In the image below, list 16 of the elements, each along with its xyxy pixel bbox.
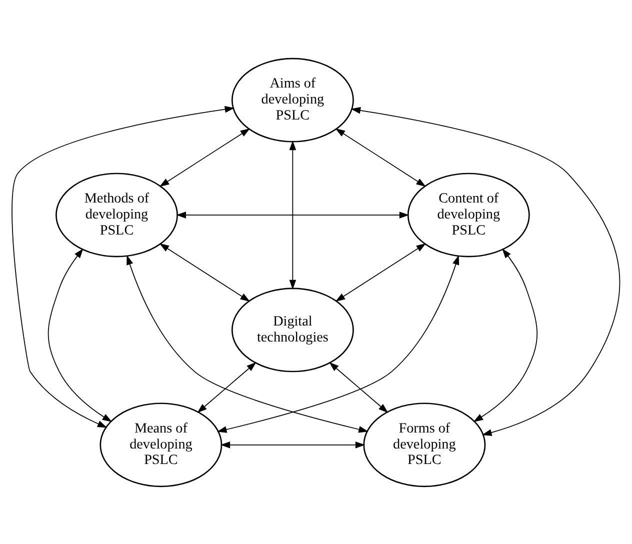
arrow (220, 441, 366, 448)
arrow (216, 254, 460, 432)
arrow (350, 106, 620, 436)
arrow (48, 248, 112, 422)
arrow (473, 248, 538, 422)
arrow (335, 128, 426, 186)
arrow (12, 106, 235, 428)
arrow (289, 140, 296, 290)
node-ellipse: Aims of developing PSLC (231, 57, 354, 142)
arrow (329, 362, 388, 412)
arrow (197, 362, 256, 412)
arrow (159, 128, 250, 186)
arrow (335, 242, 426, 302)
arrow (176, 211, 410, 218)
arrow (159, 242, 250, 302)
arrow (126, 254, 368, 432)
